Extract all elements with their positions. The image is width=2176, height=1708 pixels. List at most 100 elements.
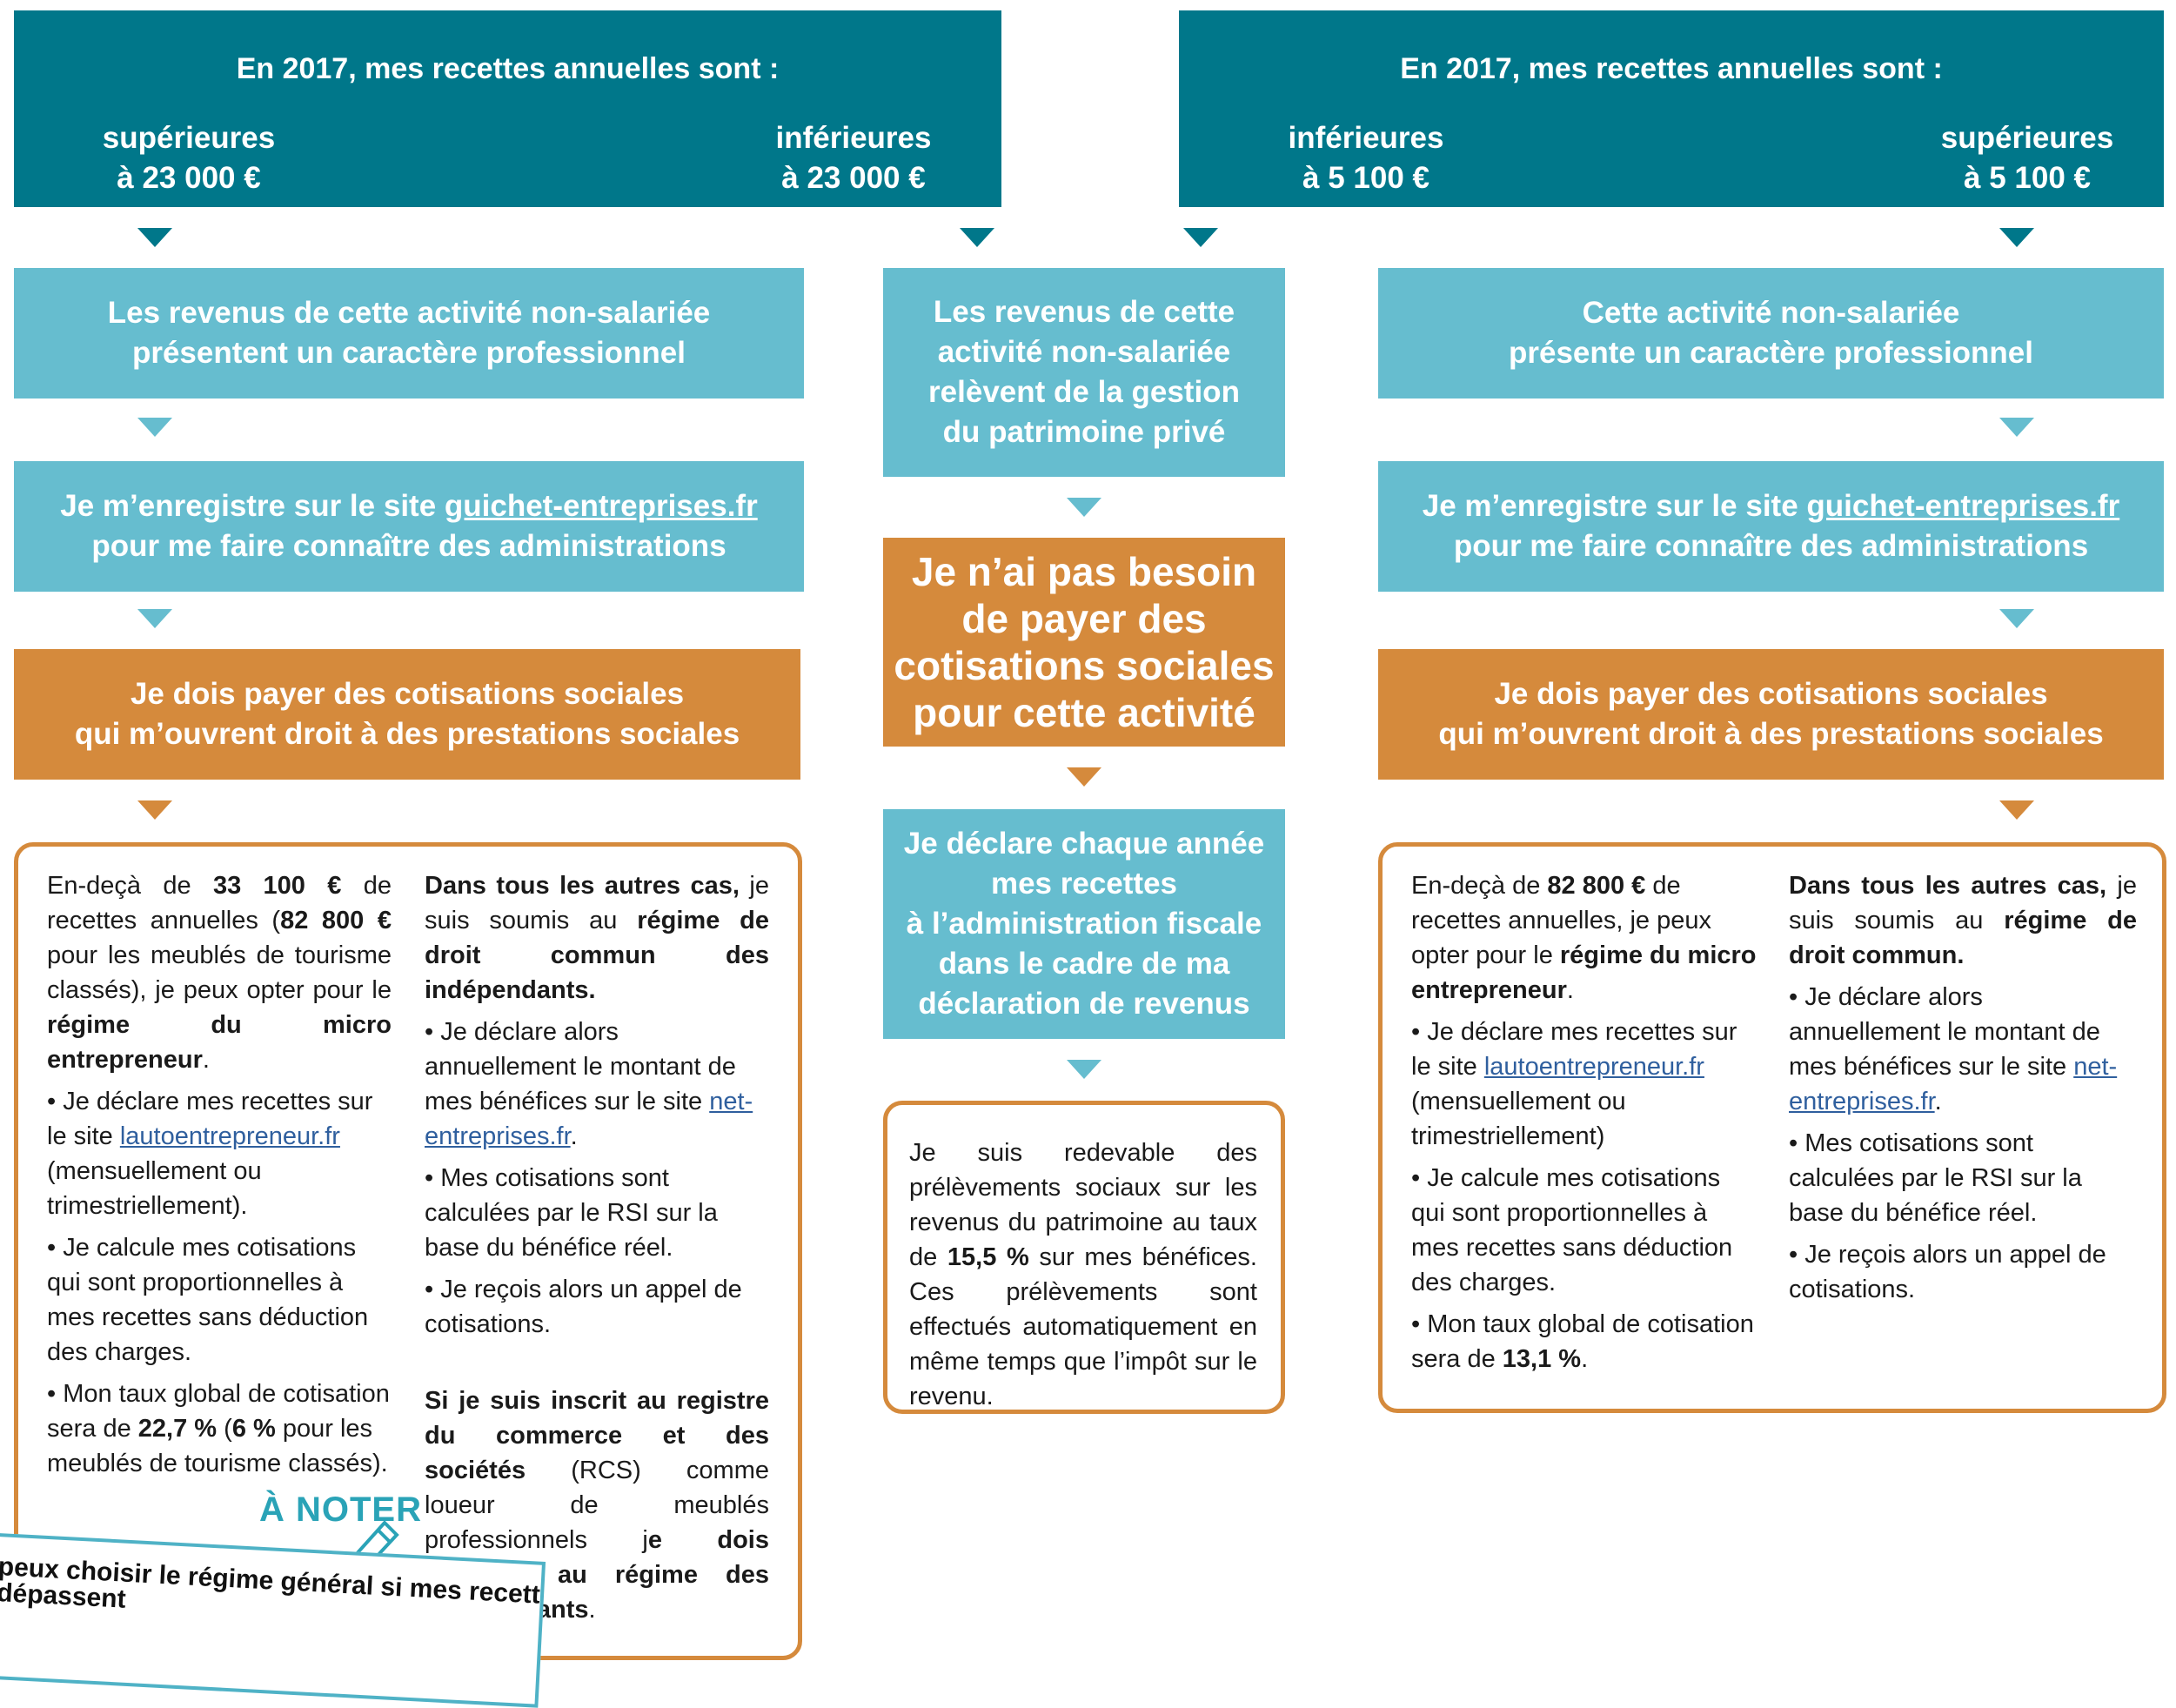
right-option-below: inférieures à 5 100 €: [1266, 118, 1466, 198]
middle-box3-line5: déclaration de revenus: [918, 987, 1250, 1021]
guichet-entreprises-link[interactable]: guichet-entreprises.fr: [444, 489, 758, 523]
t: Dans tous les autres cas,: [1789, 872, 2107, 900]
left-option-above: supérieures à 23 000 €: [89, 118, 289, 198]
t: (RCS) comme loueur de meublés profession…: [425, 1457, 769, 1554]
left-col2-bullet3: • Je reçois alors un appel de cotisation…: [425, 1276, 742, 1338]
right-box-register: Je m’enregistre sur le site guichet-entr…: [1378, 461, 2164, 592]
middle-box1-line3: relèvent de la gestion: [928, 375, 1240, 409]
t: En-deçà de: [47, 872, 213, 900]
middle-box2-line4: pour cette activité: [913, 690, 1255, 735]
middle-box1-line4: du patrimoine privé: [942, 415, 1226, 449]
arrow-down-icon: [960, 228, 994, 247]
t: sur mes bénéfices. Ces prélèvements sont…: [909, 1243, 1257, 1410]
left-box-register: Je m’enregistre sur le site guichet-entr…: [14, 461, 804, 592]
lautoentrepreneur-link[interactable]: lautoentrepreneur.fr: [119, 1122, 340, 1150]
right-option-below-line2: à 5 100 €: [1302, 161, 1429, 195]
right-col1-bullet2: • Je calcule mes cotisations qui sont pr…: [1411, 1164, 1733, 1296]
net-entreprises-link[interactable]: net-entreprises.fr: [1789, 1053, 2118, 1115]
right-box-professional: Cette activité non-salariée présente un …: [1378, 268, 2164, 399]
t: • Je déclare alors annuellement le monta…: [425, 1018, 736, 1115]
right-box2-text: Je m’enregistre sur le site: [1422, 489, 1807, 523]
rate: 15,5 %: [947, 1243, 1029, 1271]
left-box3-line1: Je dois payer des cotisations sociales: [130, 677, 685, 711]
note-title: À NOTER: [259, 1490, 422, 1529]
arrow-down-icon: [1999, 418, 2034, 437]
t: (: [217, 1415, 232, 1443]
right-box2-line2: pour me faire connaître des administrati…: [1453, 529, 2089, 563]
t: de recettes annuelles (: [47, 872, 392, 934]
right-box1-line1: Cette activité non-salariée: [1582, 296, 1960, 330]
right-option-below-line1: inférieures: [1288, 121, 1444, 155]
middle-box-patrimoine: Les revenus de cette activité non-salari…: [883, 268, 1285, 477]
left-col2-bullet2: • Mes cotisations sont calculées par le …: [425, 1164, 718, 1262]
regime: régime de droit commun.: [1789, 907, 2138, 969]
t: .: [1566, 976, 1574, 1004]
t: .: [1934, 1088, 1942, 1115]
left-box3-line2: qui m’ouvrent droit à des prestations so…: [74, 717, 740, 751]
left-header-title: En 2017, mes recettes annuelles sont :: [236, 52, 780, 85]
right-box3-line1: Je dois payer des cotisations sociales: [1494, 677, 2048, 711]
middle-box2-line3: cotisations sociales: [894, 643, 1275, 688]
t: • Mon taux global de cotisation sera de: [47, 1380, 390, 1443]
t: pour les meublés de tourisme classés).: [47, 1415, 388, 1477]
middle-box2-line2: de payer des: [961, 596, 1207, 641]
left-col2-rcs: Si je suis inscrit au registre du commer…: [425, 1383, 769, 1627]
right-col1-intro: En-deçà de 82 800 € de recettes annuelle…: [1411, 868, 1759, 1008]
right-col1-bullet1: • Je déclare mes recettes sur le site la…: [1411, 1015, 1759, 1154]
arrow-down-icon: [137, 228, 172, 247]
left-option-above-line1: supérieures: [102, 121, 276, 155]
left-col1-bullet3: • Mon taux global de cotisation sera de …: [47, 1376, 392, 1481]
note-card: peux choisir le régime général si mes re…: [0, 1531, 546, 1708]
t: .: [570, 1122, 578, 1150]
amount: 33 100 €: [212, 872, 342, 900]
t: de recettes annuelles, je peux opter pou…: [1411, 872, 1711, 969]
left-col1-bullet2: • Je calcule mes cotisations qui sont pr…: [47, 1234, 369, 1366]
right-header-title: En 2017, mes recettes annuelles sont :: [1400, 52, 1943, 85]
t: Dans tous les autres cas,: [425, 872, 740, 900]
left-option-above-line2: à 23 000 €: [117, 161, 261, 195]
arrow-down-icon: [1999, 228, 2034, 247]
left-col1-intro: En-deçà de 33 100 € de recettes annuelle…: [47, 868, 392, 1077]
arrow-down-icon: [137, 418, 172, 437]
middle-box1-line1: Les revenus de cette: [933, 295, 1235, 329]
middle-box3-line4: dans le cadre de ma: [938, 947, 1230, 981]
arrow-down-icon: [1999, 609, 2034, 628]
left-box1-line2: présentent un caractère professionnel: [131, 336, 686, 370]
guichet-entreprises-link[interactable]: guichet-entreprises.fr: [1806, 489, 2120, 523]
left-box2-text: Je m’enregistre sur le site: [60, 489, 445, 523]
net-entreprises-link[interactable]: net-entreprises.fr: [425, 1088, 753, 1150]
left-box-pay: Je dois payer des cotisations sociales q…: [14, 649, 800, 780]
t: pour les meublés de tourisme classés), j…: [47, 941, 392, 1004]
right-col1-bullet3: • Mon taux global de cotisation sera de …: [1411, 1307, 1759, 1376]
amount: 82 800 €: [1547, 872, 1646, 900]
t: (mensuellement ou trimestriellement): [1411, 1088, 1626, 1150]
left-box2-line1: Je m’enregistre sur le site guichet-entr…: [60, 486, 757, 526]
t: .: [1581, 1345, 1589, 1373]
left-col2-bullet1: • Je déclare alors annuellement le monta…: [425, 1015, 769, 1154]
right-box3-line2: qui m’ouvrent droit à des prestations so…: [1438, 717, 2104, 751]
t: • Je déclare mes recettes sur le site: [47, 1088, 373, 1150]
left-detail-col1: En-deçà de 33 100 € de recettes annuelle…: [47, 868, 392, 1488]
arrow-down-icon: [1999, 800, 2034, 820]
right-detail-col2: Dans tous les autres cas, je suis soumis…: [1789, 868, 2137, 1314]
right-box2-line1: Je m’enregistre sur le site guichet-entr…: [1423, 486, 2119, 526]
regime: régime du micro entrepreneur: [1411, 941, 1757, 1004]
note-text: peux choisir le régime général si mes re…: [0, 1552, 541, 1635]
right-col2-bullet2: • Mes cotisations sont calculées par le …: [1789, 1129, 2082, 1227]
t: Je suis redevable des prélèvements socia…: [909, 1139, 1257, 1271]
right-col2-bullet1: • Je déclare alors annuellement le monta…: [1789, 980, 2137, 1119]
t: Si je suis inscrit au registre du commer…: [425, 1387, 769, 1484]
rate: 13,1 %: [1502, 1345, 1582, 1373]
rate: 22,7 %: [137, 1415, 218, 1443]
left-col2-intro: Dans tous les autres cas, je suis soumis…: [425, 868, 769, 1008]
middle-box2-line1: Je n’ai pas besoin: [911, 549, 1257, 594]
t: .: [588, 1596, 596, 1624]
right-option-above-line2: à 5 100 €: [1964, 161, 2091, 195]
rate: 6 %: [231, 1415, 276, 1443]
arrow-down-icon: [137, 609, 172, 628]
right-box-pay: Je dois payer des cotisations sociales q…: [1378, 649, 2164, 780]
arrow-down-icon: [1067, 1060, 1101, 1079]
right-option-above: supérieures à 5 100 €: [1927, 118, 2127, 198]
arrow-down-icon: [1067, 767, 1101, 787]
lautoentrepreneur-link[interactable]: lautoentrepreneur.fr: [1483, 1053, 1704, 1081]
